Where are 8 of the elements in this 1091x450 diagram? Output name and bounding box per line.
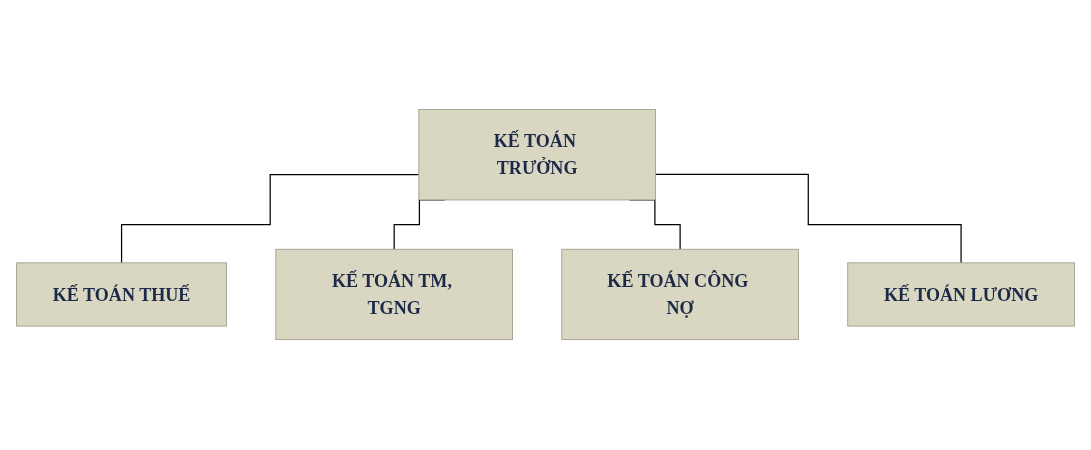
- connector: [654, 174, 962, 264]
- node-box: [275, 249, 513, 341]
- connector: [120, 174, 420, 264]
- node-box: [561, 249, 799, 341]
- org-chart: KẾ TOÁN TRƯỞNG KẾ TOÁN THUẾ KẾ TOÁN TM, TGNG KẾ TOÁN CÔNG NỢ KẾ TOÁN LƯƠNG: [10, 103, 1081, 347]
- node-box: [16, 262, 227, 327]
- node-box: [418, 109, 656, 201]
- node-box: [847, 262, 1075, 327]
